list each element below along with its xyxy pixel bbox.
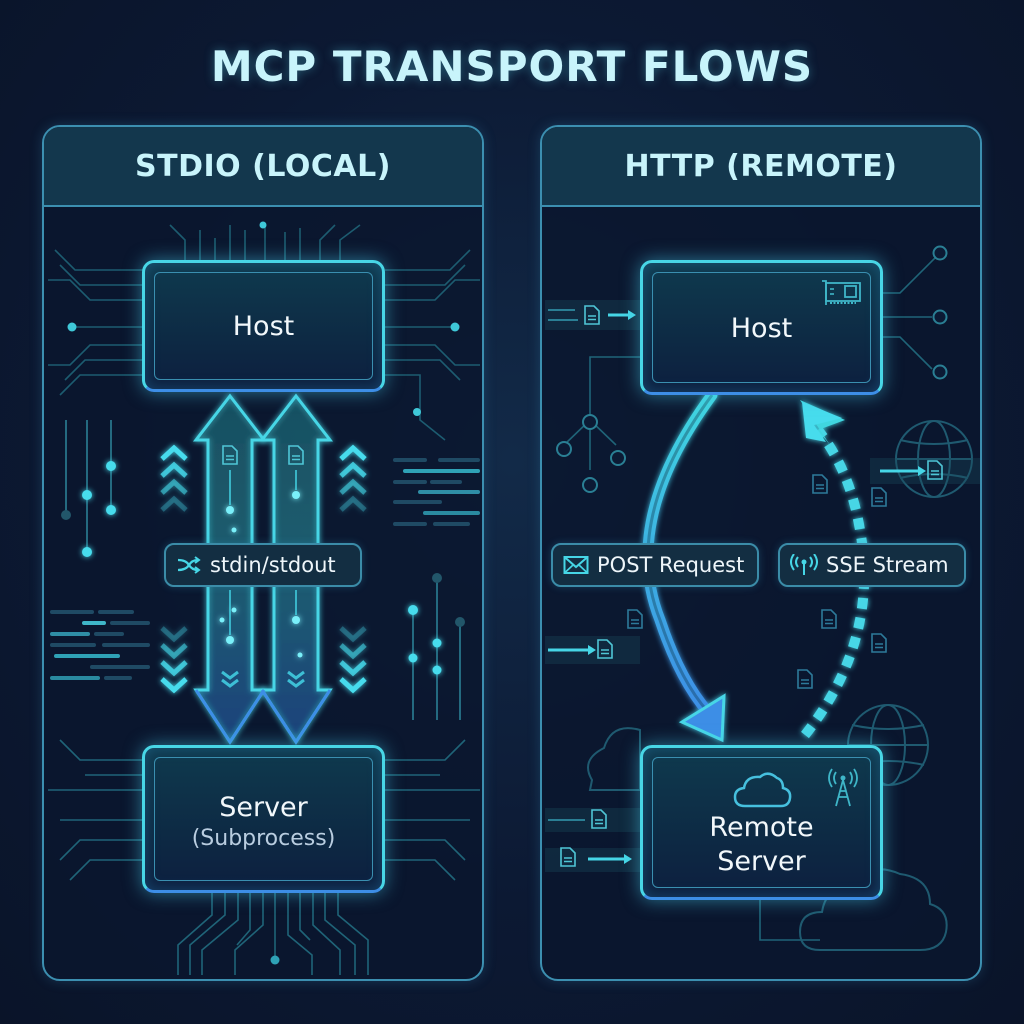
post-request-text: POST Request (597, 553, 745, 577)
network-card-icon (822, 280, 861, 305)
stdio-server-label: Server (219, 792, 308, 823)
sse-stream-text: SSE Stream (826, 553, 949, 577)
stdio-host-node[interactable]: Host (142, 260, 385, 392)
http-panel-header: HTTP (REMOTE) (542, 127, 980, 207)
http-host-label: Host (730, 313, 793, 344)
remote-server-label-line2: Server (717, 846, 806, 877)
diagram-title: MCP TRANSPORT FLOWS (210, 42, 814, 91)
cloud-icon (733, 772, 792, 808)
stdio-server-sublabel: (Subprocess) (191, 826, 336, 851)
envelope-icon (563, 556, 589, 574)
channel-label: stdin/stdout (210, 553, 336, 577)
http-host-node[interactable]: Host (640, 260, 883, 395)
shuffle-icon (177, 556, 201, 574)
remote-server-node[interactable]: Remote Server (640, 745, 883, 900)
sse-stream-label: SSE Stream (778, 543, 966, 587)
antenna-icon (828, 768, 858, 807)
stdio-server-node[interactable]: Server (Subprocess) (142, 745, 385, 893)
stdio-host-label: Host (232, 311, 295, 342)
post-request-label: POST Request (551, 543, 759, 587)
broadcast-icon (790, 554, 818, 575)
remote-server-label-line1: Remote (709, 812, 814, 843)
stdin-stdout-label: stdin/stdout (164, 543, 362, 587)
stdio-panel-header: STDIO (LOCAL) (44, 127, 482, 207)
